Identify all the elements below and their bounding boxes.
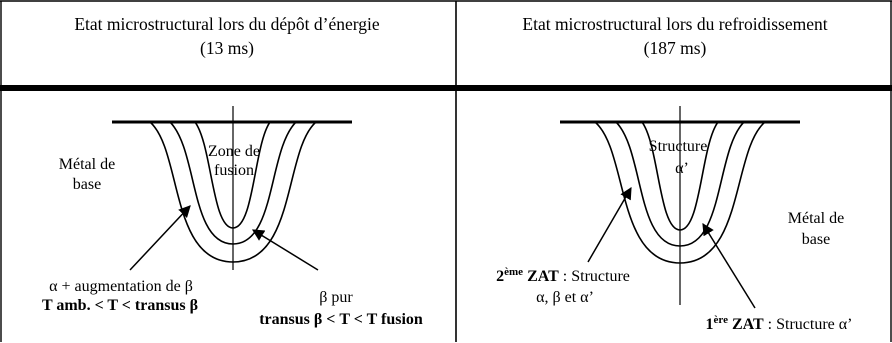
right-haz1-rest: : Structure α’ [764,316,853,333]
left-weld-profile [112,106,352,271]
right-fusion-boundary [641,121,719,231]
left-pure-beta-label-1: β pur [319,289,353,306]
left-haz-label-2: T amb. < T < transus β [42,297,198,314]
left-haz-boundary [149,121,317,263]
left-pure-beta-label-2: transus β < T < T fusion [259,311,423,328]
right-haz2-arrow [587,186,632,263]
right-structure-label-2: α’ [675,160,689,177]
left-haz-arrow [129,205,191,271]
left-beta-boundary [169,121,297,245]
right-panel-labels: Structure α’ Métal de base 2ème ZAT : St… [496,138,852,333]
left-fusion-boundary [194,121,271,229]
right-header-duration: (187 ms) [643,38,707,58]
right-haz2-rest: : Structure [559,268,630,285]
right-header-title: Etat microstructural lors du refroidisse… [522,14,828,34]
right-inner-haz-boundary [615,121,745,247]
right-haz1-label: 1ère ZAT : Structure α’ [706,314,853,333]
right-weld-profile [560,106,800,309]
right-haz1-arrow [702,222,756,309]
left-header-duration: (13 ms) [200,38,254,58]
right-haz2-zat: ZAT [523,268,559,285]
left-base-metal-label-1: Métal de [59,156,115,173]
left-panel-labels: Zone de fusion Métal de base α + augment… [42,143,423,328]
left-column-header: Etat microstructural lors du dépôt d’éne… [0,12,454,60]
right-haz2-sup: ème [504,266,523,278]
left-beta-arrow [251,229,319,271]
left-fusion-label-2: fusion [214,162,254,179]
left-base-metal-label-2: base [73,176,101,193]
right-structure-label-1: Structure [649,138,708,155]
right-haz2-label-1: 2ème ZAT : Structure [496,266,630,285]
right-column-header: Etat microstructural lors du refroidisse… [458,12,892,60]
right-base-metal-label-2: base [802,231,830,248]
right-base-metal-label-1: Métal de [788,210,844,227]
left-fusion-label-1: Zone de [208,143,260,160]
left-haz-label-1: α + augmentation de β [49,278,193,295]
right-outer-haz-boundary [594,121,766,264]
right-haz1-number: 1 [706,316,714,333]
right-haz1-sup: ère [714,314,729,326]
right-haz2-number: 2 [496,268,504,285]
right-haz2-label-2: α, β et α’ [536,289,594,306]
right-haz1-zat: ZAT [728,316,764,333]
left-header-title: Etat microstructural lors du dépôt d’éne… [74,14,380,34]
